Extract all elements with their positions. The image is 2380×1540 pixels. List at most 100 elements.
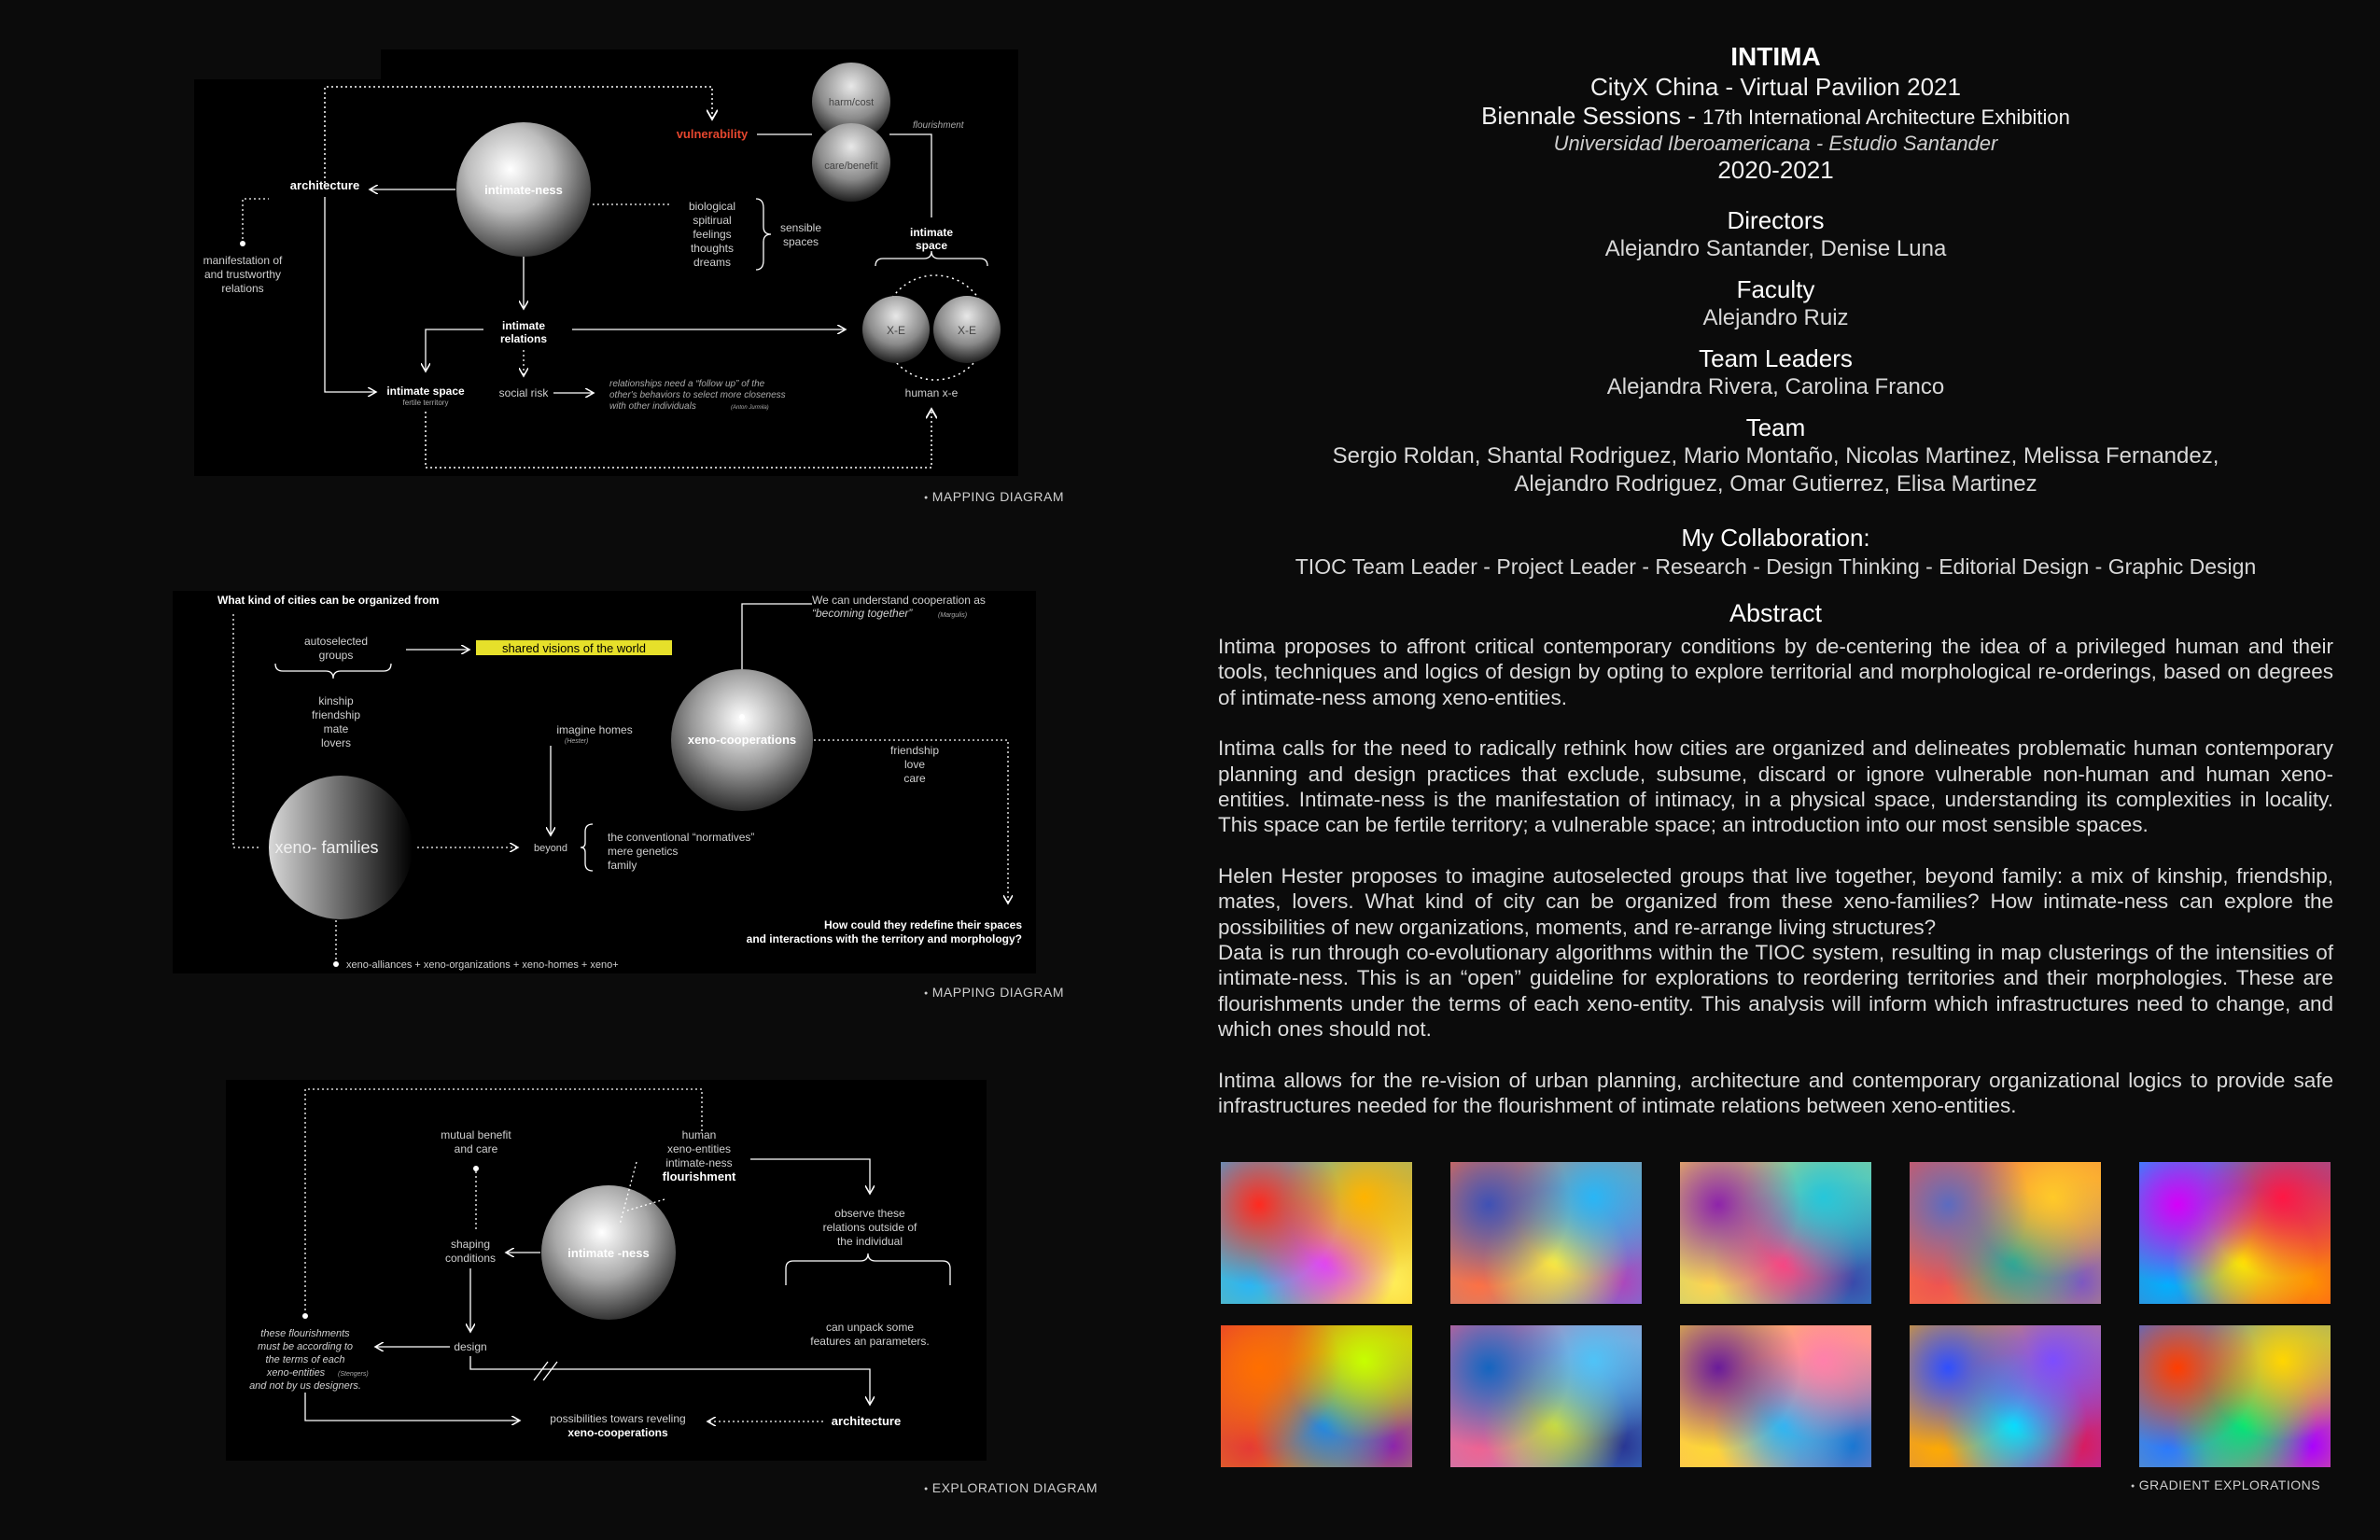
project-text-column: INTIMA CityX China - Virtual Pavilion 20… (1218, 41, 2333, 1119)
svg-text:intimate -ness: intimate -ness (567, 1246, 649, 1260)
header-line-1: CityX China - Virtual Pavilion 2021 (1590, 73, 1961, 101)
svg-text:and trustworthy: and trustworthy (204, 268, 281, 281)
svg-text:groups: groups (319, 649, 354, 662)
svg-text:manifestation of: manifestation of (203, 254, 283, 267)
intimate-ness-sphere-3 (541, 1185, 676, 1320)
gradient-tile (1450, 1325, 1642, 1467)
svg-text:intimate space: intimate space (386, 385, 465, 398)
team-heading: Team (1745, 413, 1806, 441)
svg-text:flourishment: flourishment (663, 1169, 736, 1183)
mapping-diagram-1-svg: intimate-ness harm/cost care/benefit flo… (203, 63, 1001, 469)
svg-text:observe these: observe these (834, 1207, 905, 1220)
svg-text:lovers: lovers (321, 736, 351, 749)
svg-text:human x-e: human x-e (905, 386, 959, 399)
svg-text:care/benefit: care/benefit (824, 161, 877, 172)
svg-text:these flourishments: these flourishments (260, 1328, 350, 1339)
svg-text:xeno-cooperations: xeno-cooperations (567, 1426, 668, 1439)
svg-text:xeno-entities: xeno-entities (667, 1142, 731, 1155)
svg-text:(Anton Jurmila): (Anton Jurmila) (731, 405, 769, 411)
svg-text:other's behaviors to select mo: other's behaviors to select more closene… (609, 390, 786, 400)
svg-text:sensible: sensible (780, 221, 821, 234)
svg-text:intimate-ness: intimate-ness (665, 1156, 732, 1169)
svg-text:relations outside of: relations outside of (823, 1221, 917, 1234)
svg-text:thoughts: thoughts (691, 242, 734, 255)
caption-gradients: GRADIENT EXPLORATIONS (2131, 1477, 2320, 1492)
svg-text:biological: biological (689, 200, 735, 213)
svg-text:(Margulis): (Margulis) (938, 612, 967, 619)
team-leaders-heading: Team Leaders (1699, 344, 1853, 372)
gradient-tile (1910, 1162, 2101, 1304)
svg-text:and interactions with the terr: and interactions with the territory and … (747, 932, 1022, 945)
svg-text:architecture: architecture (832, 1414, 901, 1428)
care-sphere (812, 123, 890, 202)
svg-text:autoselected: autoselected (304, 635, 368, 648)
gradient-tile (1680, 1162, 1871, 1304)
gradient-tile (1221, 1325, 1412, 1467)
svg-text:(Stengers): (Stengers) (338, 1371, 369, 1378)
svg-text:fertile territory: fertile territory (403, 399, 449, 407)
svg-text:conditions: conditions (445, 1252, 496, 1265)
svg-text:family: family (608, 859, 637, 872)
svg-text:and not by us designers.: and not by us designers. (249, 1380, 361, 1392)
svg-text:How could they redefine their: How could they redefine their spaces (824, 918, 1022, 931)
svg-text:the terms of each: the terms of each (266, 1354, 345, 1365)
faculty-heading: Faculty (1736, 275, 1815, 303)
abstract-p3: Helen Hester proposes to imagine autosel… (1218, 863, 2333, 939)
svg-text:intimate: intimate (502, 319, 545, 332)
svg-text:love: love (904, 758, 925, 771)
svg-text:and care: and care (455, 1142, 498, 1155)
svg-text:xeno-alliances + xeno-organiza: xeno-alliances + xeno-organizations + xe… (346, 959, 619, 971)
svg-text:mere genetics: mere genetics (608, 845, 678, 858)
svg-text:intimate: intimate (910, 226, 953, 239)
caption-exploration: EXPLORATION DIAGRAM (924, 1480, 1098, 1495)
caption-mapping-2: MAPPING DIAGRAM (924, 985, 1064, 1000)
mapping-diagram-1: intimate-ness harm/cost care/benefit flo… (194, 49, 1018, 476)
team-leaders-value: Alejandra Rivera, Carolina Franco (1606, 374, 1945, 399)
gradient-tile (2139, 1162, 2331, 1304)
abstract-p4: Data is run through co-evolutionary algo… (1218, 941, 2333, 1042)
directors-heading: Directors (1727, 206, 1825, 234)
svg-text:mutual benefit: mutual benefit (441, 1128, 511, 1141)
svg-text:What kind of cities can be org: What kind of cities can be organized fro… (217, 594, 439, 607)
caption-mapping-1: MAPPING DIAGRAM (924, 489, 1064, 504)
svg-text:architecture: architecture (290, 178, 359, 192)
gradient-tile (1910, 1325, 2101, 1467)
abstract-p5: Intima allows for the re-vision of urban… (1218, 1068, 2333, 1118)
credits: Directors Alejandro Santander, Denise Lu… (1218, 205, 2333, 628)
svg-text:social risk: social risk (499, 386, 550, 399)
svg-text:We can understand cooperation: We can understand cooperation as (812, 594, 986, 607)
svg-text:beyond: beyond (534, 843, 567, 854)
directors-value: Alejandro Santander, Denise Luna (1604, 236, 1947, 261)
header-years: 2020-2021 (1717, 156, 1834, 184)
project-title: INTIMA (1730, 42, 1821, 71)
abstract-body: Intima proposes to affront critical cont… (1218, 634, 2333, 1119)
svg-text:relationships need a “follow u: relationships need a “follow up” of the (609, 379, 765, 389)
header-line-3: Universidad Iberoamericana - Estudio San… (1553, 132, 1998, 155)
svg-text:harm/cost: harm/cost (829, 97, 874, 108)
xeno-cooperations-sphere (671, 669, 813, 811)
svg-text:kinship: kinship (318, 694, 354, 707)
harm-sphere (812, 63, 890, 141)
mapping-diagram-2: What kind of cities can be organized fro… (173, 591, 1036, 973)
svg-text:friendship: friendship (312, 708, 360, 721)
svg-text:dreams: dreams (693, 256, 731, 269)
faculty-value: Alejandro Ruiz (1702, 305, 1849, 330)
team-value-1: Sergio Roldan, Shantal Rodriguez, Mario … (1332, 443, 2219, 469)
gradient-tile (1221, 1162, 1412, 1304)
vulnerability-label: vulnerability (677, 127, 749, 141)
abstract-heading: Abstract (1729, 599, 1823, 627)
gradient-tile (1680, 1325, 1871, 1467)
svg-text:shaping: shaping (451, 1238, 490, 1251)
svg-text:relations: relations (500, 332, 547, 345)
svg-text:imagine homes: imagine homes (556, 723, 632, 736)
mapping-diagram-2-svg: What kind of cities can be organized fro… (217, 591, 1022, 971)
svg-text:relations: relations (221, 282, 263, 295)
svg-text:human: human (682, 1128, 717, 1141)
svg-text:the conventional “normatives”: the conventional “normatives” (608, 831, 754, 844)
header-line-2: Biennale Sessions - 17th International A… (1481, 102, 2070, 130)
svg-text:the individual: the individual (837, 1235, 903, 1248)
svg-text:must be according to: must be according to (258, 1341, 353, 1352)
exploration-diagram-svg: mutual benefit and care human xeno-entit… (249, 1088, 951, 1439)
intimate-ness-sphere (456, 122, 591, 257)
svg-text:can unpack some: can unpack some (826, 1321, 914, 1334)
